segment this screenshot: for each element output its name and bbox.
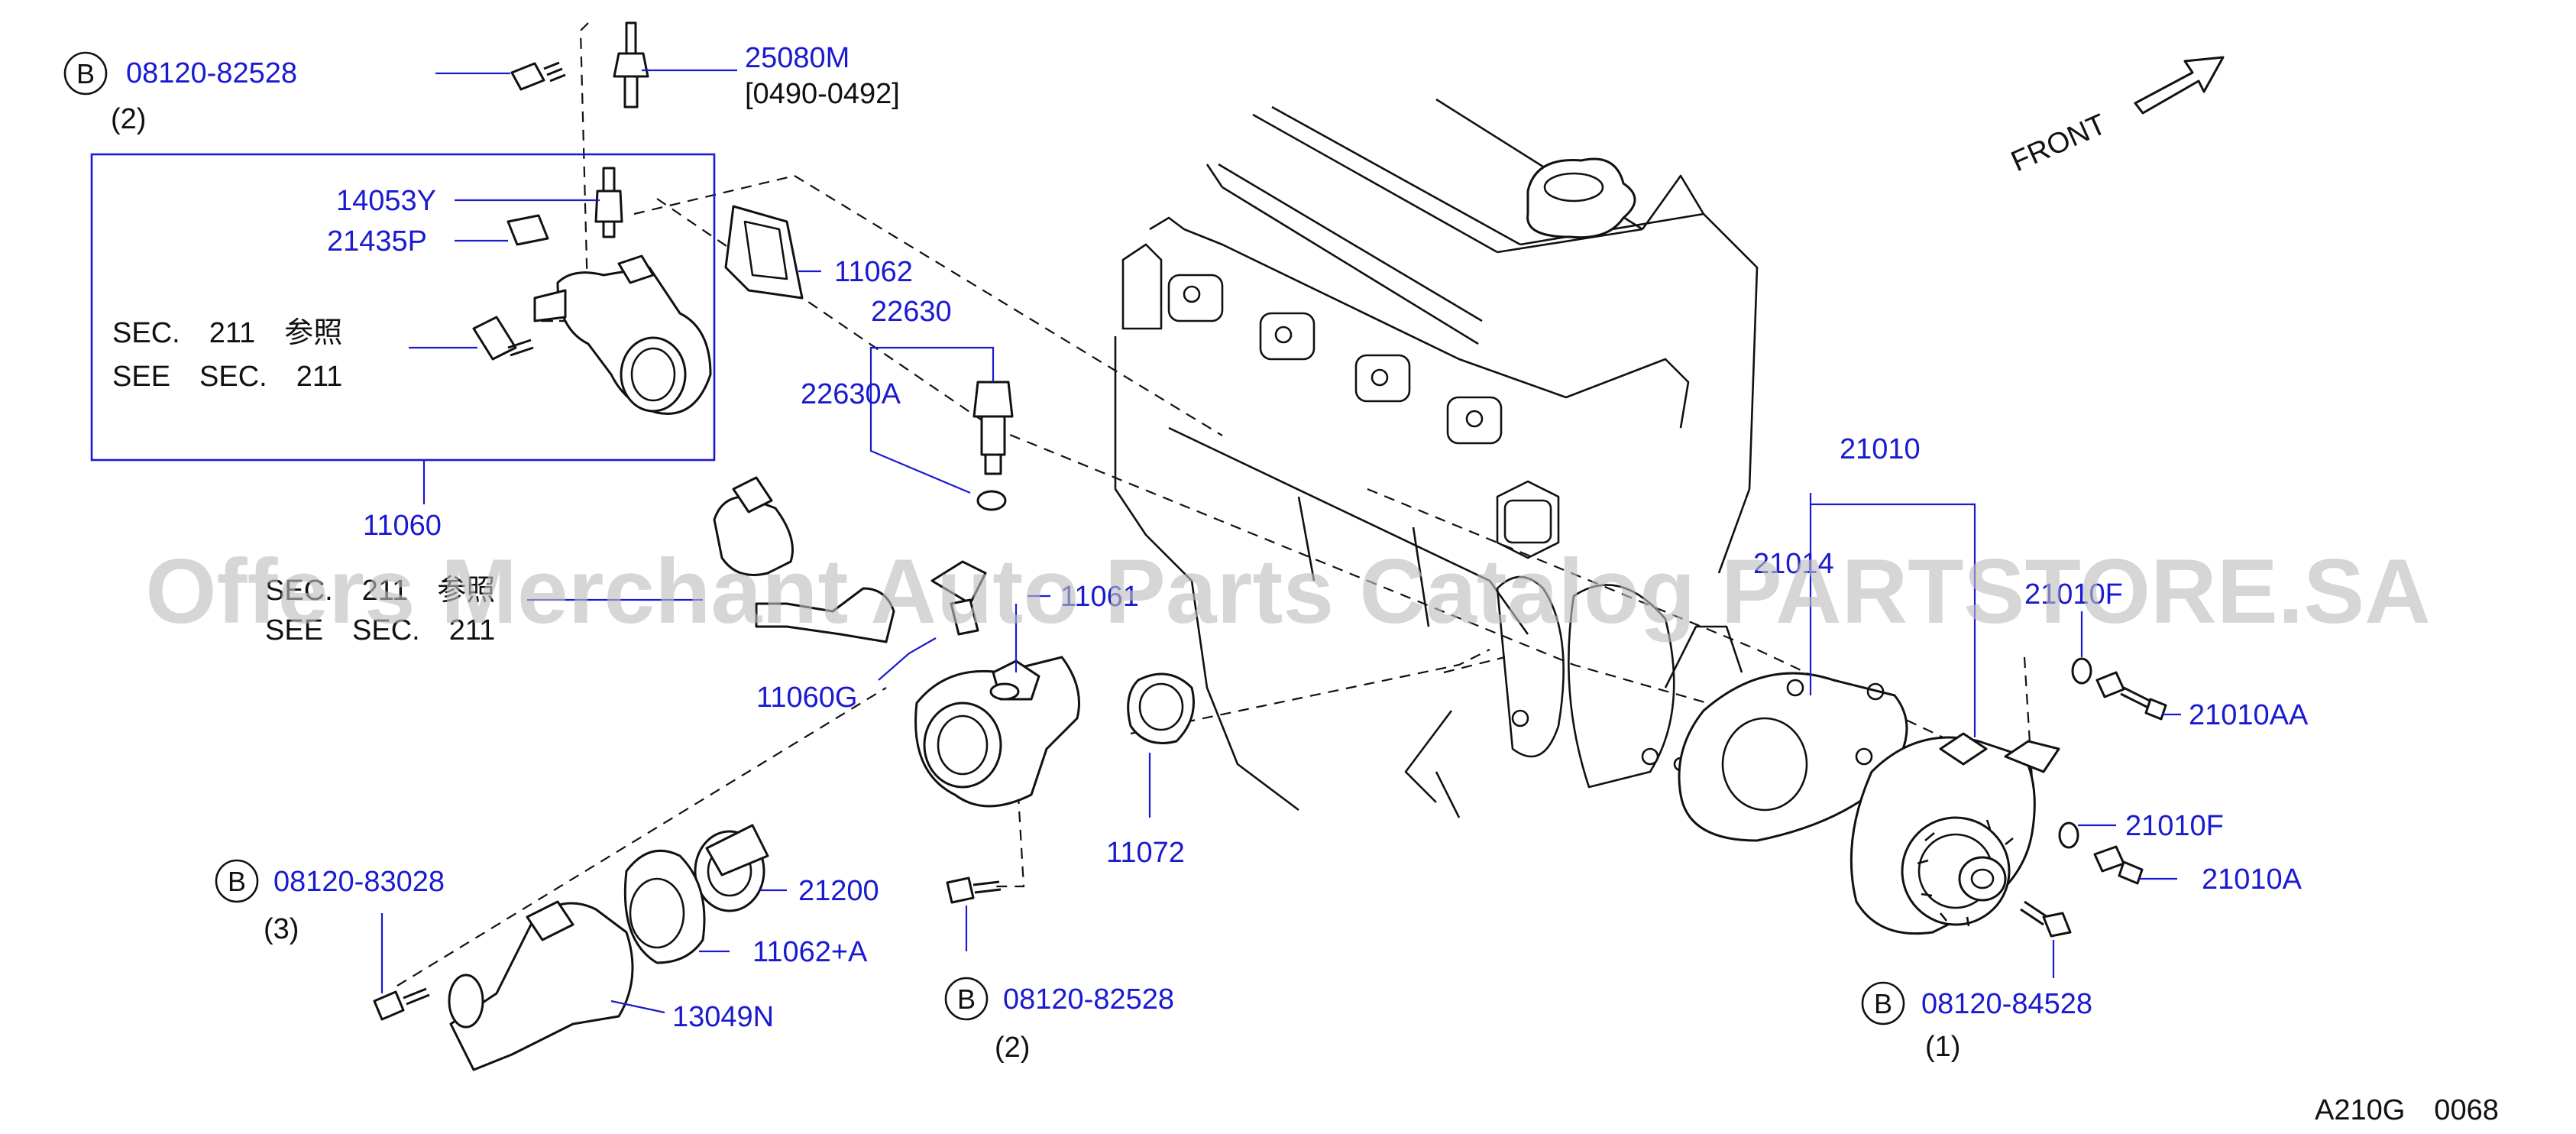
part-number-13049n[interactable]: 13049N	[672, 1001, 774, 1033]
front-label: FRONT	[2007, 109, 2112, 179]
sec-ref-jp-1: SEC. 211 参照	[112, 317, 342, 349]
sec-ref-en-2: SEE SEC. 211	[265, 614, 495, 646]
b-mark-1: B	[63, 51, 108, 96]
svg-text:B: B	[957, 983, 976, 1015]
part-number-11061[interactable]: 11061	[1060, 581, 1139, 613]
gasket-11062a[interactable]	[623, 849, 706, 964]
part-number-22630[interactable]: 22630	[871, 296, 952, 328]
sub-assembly-box	[90, 153, 716, 462]
gasket-11072[interactable]	[1127, 672, 1195, 744]
svg-text:B: B	[76, 58, 95, 89]
gasket-21014[interactable]	[1678, 672, 1908, 842]
part-number-21200[interactable]: 21200	[798, 875, 879, 907]
b-mark-2: B	[215, 859, 259, 903]
leader-lines	[380, 69, 2181, 1014]
washer-21010f-top[interactable]	[2071, 657, 2092, 685]
part-number-21010a[interactable]: 21010A	[2202, 863, 2303, 896]
part-number-11062[interactable]: 11062	[834, 256, 913, 288]
water-outlet-11061[interactable]	[914, 656, 1080, 808]
quantity-1: (1)	[1925, 1031, 1960, 1063]
part-number-21010aa[interactable]: 21010AA	[2189, 699, 2309, 731]
bolt-08120-84528[interactable]	[2020, 900, 2072, 938]
bolt-08120-82528-bottom[interactable]	[946, 876, 1002, 904]
part-number-21010[interactable]: 21010	[1840, 433, 1921, 465]
sec-ref-jp-2: SEC. 211 参照	[265, 575, 495, 607]
part-number-21010f-top[interactable]: 21010F	[2024, 578, 2123, 611]
front-arrow-icon	[2134, 56, 2225, 115]
part-number-11062a[interactable]: 11062+A	[752, 936, 868, 968]
valve-sec211[interactable]	[713, 476, 794, 576]
b-mark-4: B	[1861, 981, 1905, 1025]
quantity-top: (2)	[111, 103, 146, 135]
washer-21010f-bottom[interactable]	[2058, 821, 2079, 849]
part-number-21014[interactable]: 21014	[1753, 548, 1834, 580]
pipe-11060g[interactable]	[755, 560, 987, 643]
part-number-08120-84528[interactable]: 08120-84528	[1921, 988, 2092, 1020]
svg-text:B: B	[1874, 988, 1892, 1019]
temp-sensor-22630[interactable]	[972, 381, 1014, 475]
part-number-11060[interactable]: 11060	[363, 510, 442, 542]
watermark: Offers Merchant Auto Parts Catalog PARTS…	[145, 540, 2431, 643]
thermostat-21200[interactable]	[694, 824, 769, 912]
bolt-21010a[interactable]	[2093, 845, 2144, 885]
hose-fitting-sec211[interactable]	[472, 316, 534, 361]
bolt-08120-83028[interactable]	[373, 987, 430, 1021]
quantity-bottom: (2)	[995, 1032, 1030, 1064]
part-number-25080m[interactable]: 25080M	[745, 42, 849, 74]
part-number-22630a[interactable]: 22630A	[801, 378, 901, 410]
b-mark-3: B	[944, 977, 989, 1021]
water-pump-21010[interactable]	[1849, 732, 2060, 935]
washer-22630a[interactable]	[976, 490, 1007, 511]
water-outlet-11060-in-box[interactable]	[533, 254, 712, 415]
part-number-11072[interactable]: 11072	[1106, 837, 1185, 869]
bolt-21010aa[interactable]	[2095, 671, 2167, 721]
quantity-3: (3)	[264, 913, 299, 945]
svg-text:B: B	[228, 866, 246, 897]
sensor-25080m[interactable]	[613, 21, 649, 109]
gasket-11062[interactable]	[724, 205, 804, 300]
sec-ref-en-1: SEE SEC. 211	[112, 361, 342, 393]
diagram-code: A210G 0068	[2315, 1094, 2499, 1126]
part-number-08120-82528-bottom[interactable]: 08120-82528	[1003, 983, 1174, 1016]
part-number-08120-82528-top[interactable]: 08120-82528	[126, 57, 297, 89]
gasket-21435p[interactable]	[506, 214, 549, 246]
part-number-14053y[interactable]: 14053Y	[336, 185, 436, 217]
range-25080m: [0490-0492]	[745, 78, 900, 110]
part-number-11060g[interactable]: 11060G	[756, 682, 857, 714]
part-number-21010f-bottom[interactable]: 21010F	[2125, 810, 2224, 842]
part-number-08120-83028[interactable]: 08120-83028	[273, 866, 445, 898]
assembly-guide-lines	[396, 22, 2034, 987]
part-number-21435p[interactable]: 21435P	[327, 225, 427, 258]
water-inlet-13049n[interactable]	[448, 900, 634, 1071]
sensor-14053y[interactable]	[594, 167, 623, 238]
bolt-08120-82528-top[interactable]	[510, 61, 566, 91]
engine-block-illustration	[1114, 98, 1759, 818]
